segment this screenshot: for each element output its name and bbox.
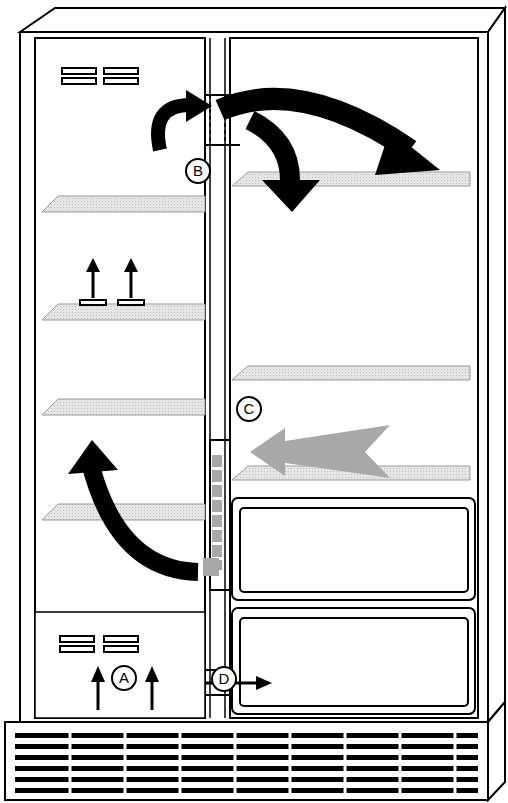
callout-letter: C [236,396,262,422]
callout-letter: D [211,666,237,692]
callout-letter: A [111,665,137,691]
callout-letter: B [185,158,211,184]
